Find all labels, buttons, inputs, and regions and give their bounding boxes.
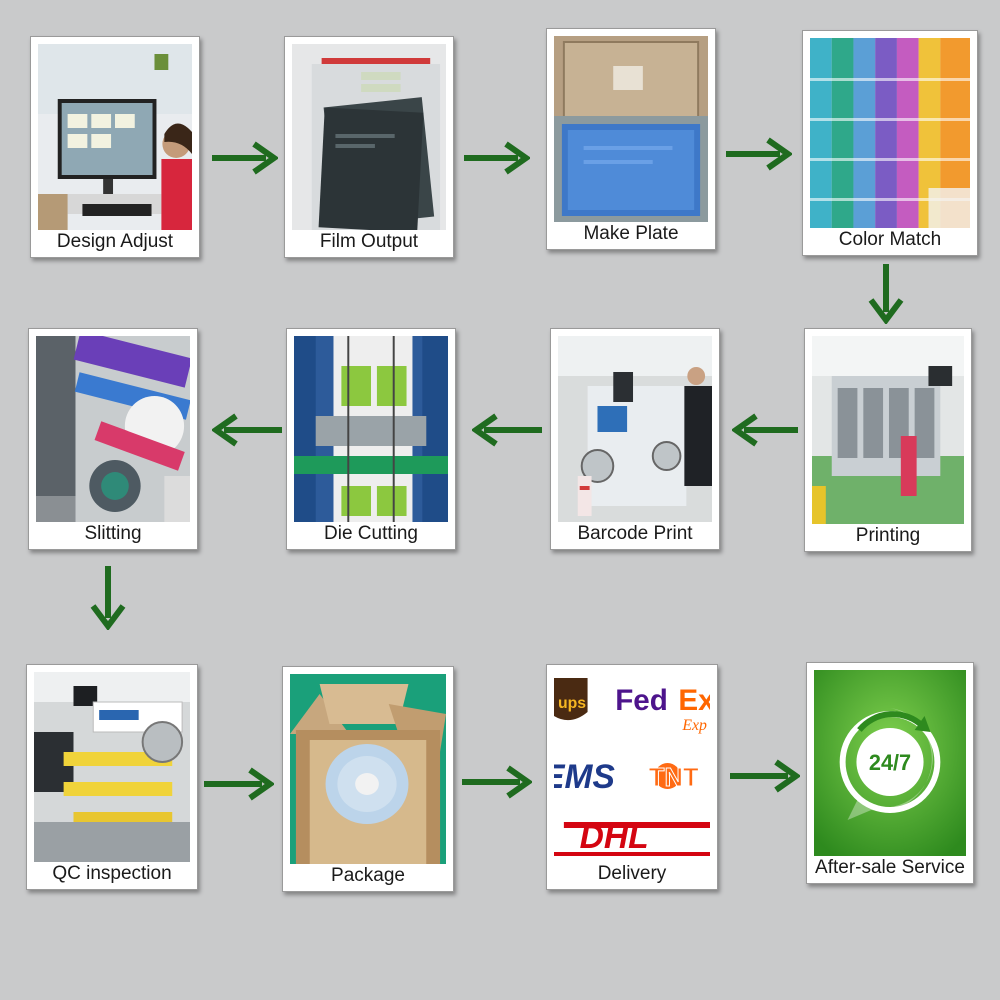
step-label-film-output: Film Output	[319, 231, 419, 252]
arrow-left-1	[732, 412, 800, 448]
dhl-logo: DHL	[580, 818, 649, 856]
tnt-logo: TNT	[649, 764, 699, 792]
ups-logo-text: ups	[558, 695, 586, 712]
arrow-right-3	[724, 136, 792, 172]
step-label-barcode-print: Barcode Print	[577, 523, 693, 544]
barcode-print-photo	[558, 336, 712, 522]
arrow-down-1	[866, 262, 906, 324]
color-match-photo	[810, 38, 970, 228]
step-card-slitting: Slitting	[28, 328, 198, 550]
die-cutting-photo	[294, 336, 448, 522]
arrow-right-6	[728, 758, 800, 794]
arrow-right-1	[210, 140, 278, 176]
ems-logo: EMS	[554, 758, 615, 796]
step-card-barcode-print: Barcode Print	[550, 328, 720, 550]
delivery-logos: ups Fed Ex Exp EMS TNT DHL	[554, 672, 710, 862]
step-card-die-cutting: Die Cutting	[286, 328, 456, 550]
qc-inspection-photo	[34, 672, 190, 862]
ups-logo	[554, 678, 588, 721]
arrow-left-2	[472, 412, 544, 448]
after-sale-badge: 24/7	[814, 670, 966, 856]
arrow-down-2	[88, 564, 128, 630]
step-label-printing: Printing	[855, 525, 921, 546]
step-card-design-adjust: Design Adjust	[30, 36, 200, 258]
step-label-delivery: Delivery	[597, 863, 667, 884]
step-card-package: Package	[282, 666, 454, 892]
step-card-delivery: ups Fed Ex Exp EMS TNT DHL Delivery	[546, 664, 718, 890]
arrow-right-4	[202, 766, 274, 802]
step-card-color-match: Color Match	[802, 30, 978, 256]
make-plate-photo	[554, 36, 708, 222]
fedex-logo-fed: Fed	[615, 684, 668, 717]
step-card-after-sale-service: 24/7 After-sale Service	[806, 662, 974, 884]
arrow-left-3	[212, 412, 284, 448]
step-label-design-adjust: Design Adjust	[56, 231, 174, 252]
badge-24-7-text: 24/7	[869, 750, 911, 775]
package-photo	[290, 674, 446, 864]
step-label-color-match: Color Match	[838, 229, 942, 250]
design-adjust-photo	[38, 44, 192, 230]
step-label-die-cutting: Die Cutting	[324, 523, 418, 544]
step-card-printing: Printing	[804, 328, 972, 552]
slitting-photo	[36, 336, 190, 522]
step-label-slitting: Slitting	[84, 523, 142, 544]
arrow-right-2	[462, 140, 530, 176]
step-card-qc-inspection: QC inspection	[26, 664, 198, 890]
step-label-qc-inspection: QC inspection	[52, 863, 172, 884]
step-label-after-sale-service: After-sale Service	[815, 857, 965, 878]
tnt-logo-circle	[654, 763, 681, 789]
arrow-right-5	[460, 764, 532, 800]
film-output-photo	[292, 44, 446, 230]
printing-photo	[812, 336, 964, 524]
fedex-logo-ex: Ex	[678, 684, 710, 717]
step-card-film-output: Film Output	[284, 36, 454, 258]
step-label-make-plate: Make Plate	[583, 223, 679, 244]
fedex-express-fragment: Exp	[681, 717, 707, 734]
step-card-make-plate: Make Plate	[546, 28, 716, 250]
step-label-package: Package	[331, 865, 405, 886]
